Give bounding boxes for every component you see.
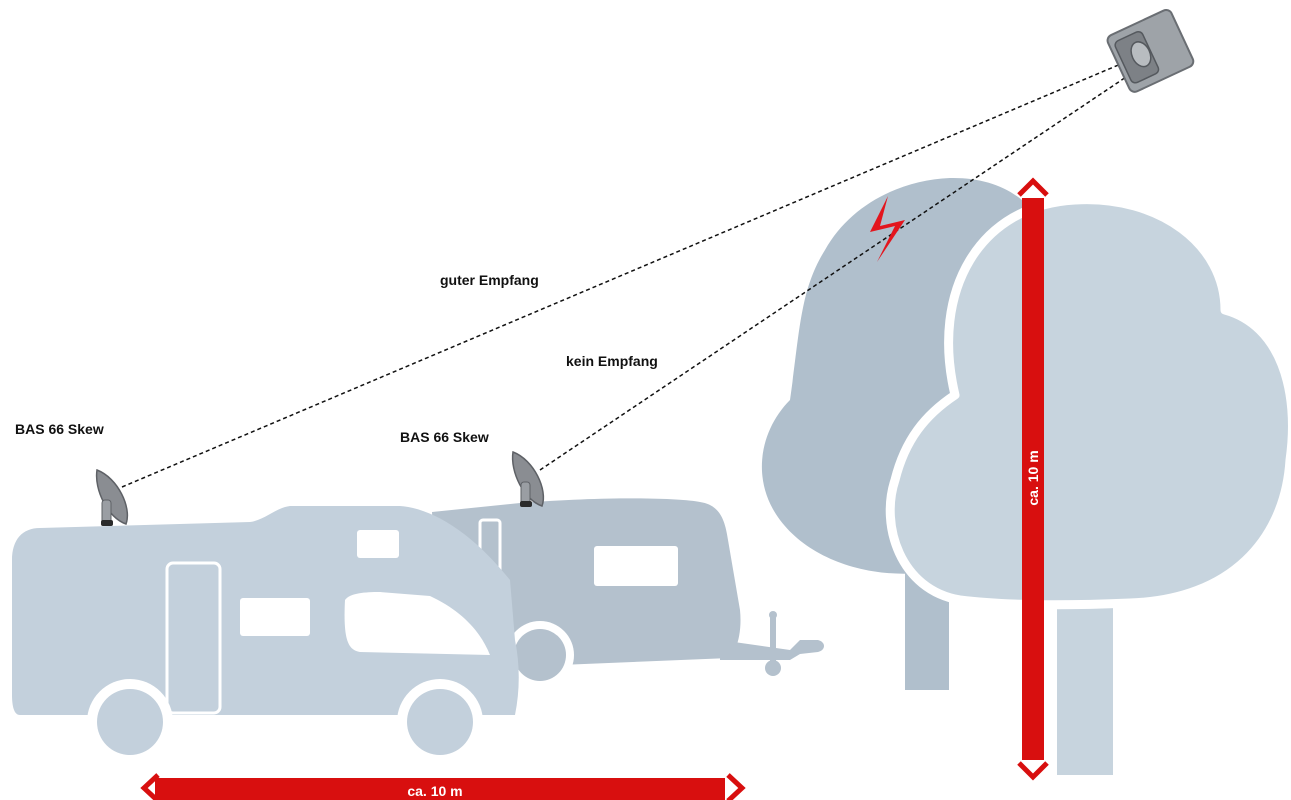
sat-dish-icon xyxy=(97,470,128,526)
antenna-left-label: BAS 66 Skew xyxy=(15,421,104,437)
width-dimension-label: ca. 10 m xyxy=(407,783,462,799)
antenna-right-label: BAS 66 Skew xyxy=(400,429,489,445)
no-signal-label: kein Empfang xyxy=(566,353,658,369)
good-signal-label: guter Empfang xyxy=(440,272,539,288)
height-dimension-label: ca. 10 m xyxy=(1025,450,1041,505)
sat-dish-icon xyxy=(513,452,544,507)
satellite-icon xyxy=(1106,8,1196,94)
motorhome xyxy=(12,506,519,765)
height-dimension: ca. 10 m xyxy=(1019,181,1047,777)
width-dimension: ca. 10 m xyxy=(144,775,742,800)
